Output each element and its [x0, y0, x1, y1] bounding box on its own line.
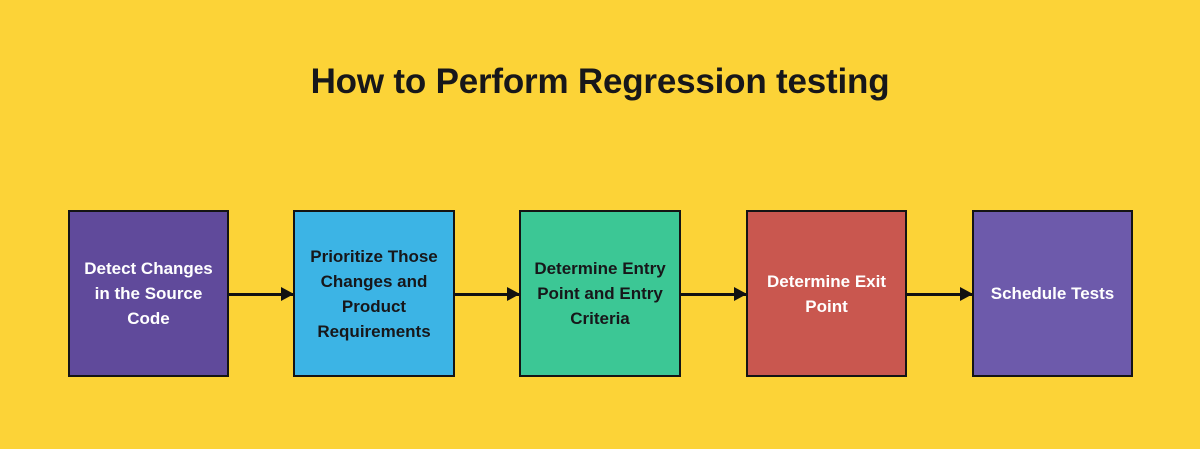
- arrow-right-icon: [734, 287, 747, 301]
- arrow-shaft: [229, 293, 293, 296]
- connector-arrow-1-to-2: [229, 287, 294, 301]
- arrow-right-icon: [960, 287, 973, 301]
- flow-step-5[interactable]: Schedule Tests: [972, 210, 1133, 377]
- flow-step-label: Determine Exit Point: [766, 271, 887, 316]
- arrow-shaft: [455, 293, 519, 296]
- connector-arrow-3-to-4: [681, 287, 747, 301]
- page-title: How to Perform Regression testing: [310, 62, 890, 101]
- flow-step-4[interactable]: Determine Exit Point: [746, 210, 907, 377]
- arrow-right-icon: [507, 287, 520, 301]
- flow-step-1[interactable]: Detect Changes in the Source Code: [68, 210, 229, 377]
- flow-step-label: Determine Entry Point and Entry Criteria: [534, 259, 666, 328]
- process-flow: Detect Changes in the Source Code Priorit…: [0, 210, 1200, 378]
- arrow-shaft: [681, 293, 746, 296]
- flow-step-label: Prioritize Those Changes and Product Req…: [310, 246, 438, 341]
- connector-arrow-4-to-5: [907, 287, 973, 301]
- flow-step-label: Detect Changes in the Source Code: [84, 259, 213, 328]
- arrow-right-icon: [281, 287, 294, 301]
- connector-arrow-2-to-3: [455, 287, 520, 301]
- arrow-shaft: [907, 293, 972, 296]
- flow-step-3[interactable]: Determine Entry Point and Entry Criteria: [519, 210, 681, 377]
- flow-step-2[interactable]: Prioritize Those Changes and Product Req…: [293, 210, 455, 377]
- flow-step-label: Schedule Tests: [990, 284, 1115, 303]
